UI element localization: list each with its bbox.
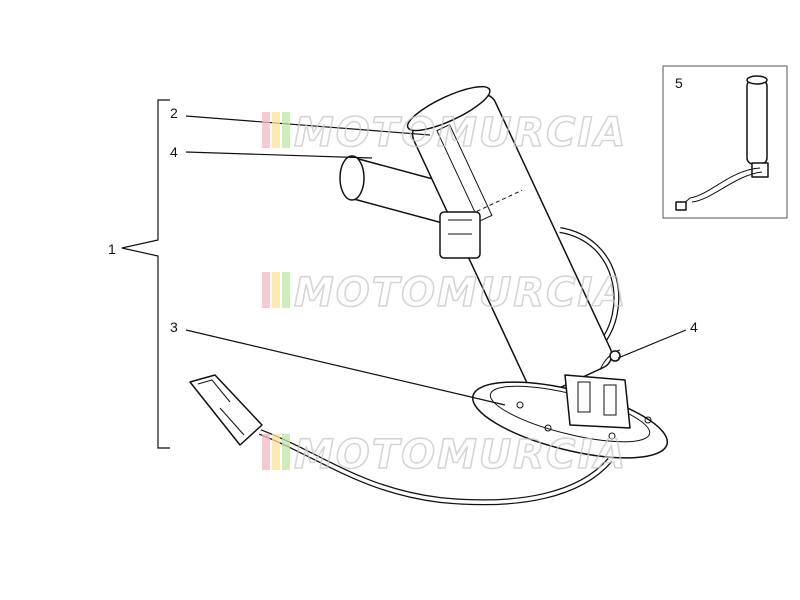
assembly-bracket: [121, 99, 170, 449]
leader-3: [185, 329, 506, 406]
callout-4-upper: 4: [170, 144, 178, 160]
fuel-pump-drawing: [189, 85, 669, 506]
watermark-text-top: MOTOMURCIA: [294, 110, 627, 156]
leader-2: [185, 115, 431, 136]
leader-lines: [185, 115, 687, 406]
callout-2: 2: [170, 105, 178, 121]
watermark-middle: MOTOMURCIA: [262, 269, 627, 317]
inset-panel: [662, 65, 788, 219]
watermark-bottom: MOTOMURCIA: [262, 431, 627, 479]
callout-4-lower: 4: [690, 319, 698, 335]
callout-3: 3: [170, 319, 178, 335]
leader-4-upper: [185, 151, 373, 159]
leader-4-lower: [617, 329, 687, 359]
watermark-text-middle: MOTOMURCIA: [294, 270, 627, 316]
watermark-text-bottom: MOTOMURCIA: [294, 432, 627, 478]
callout-1: 1: [108, 241, 116, 257]
watermark-top: MOTOMURCIA: [262, 109, 627, 157]
callout-5: 5: [675, 75, 683, 91]
level-sensor-drawing: [675, 75, 769, 211]
